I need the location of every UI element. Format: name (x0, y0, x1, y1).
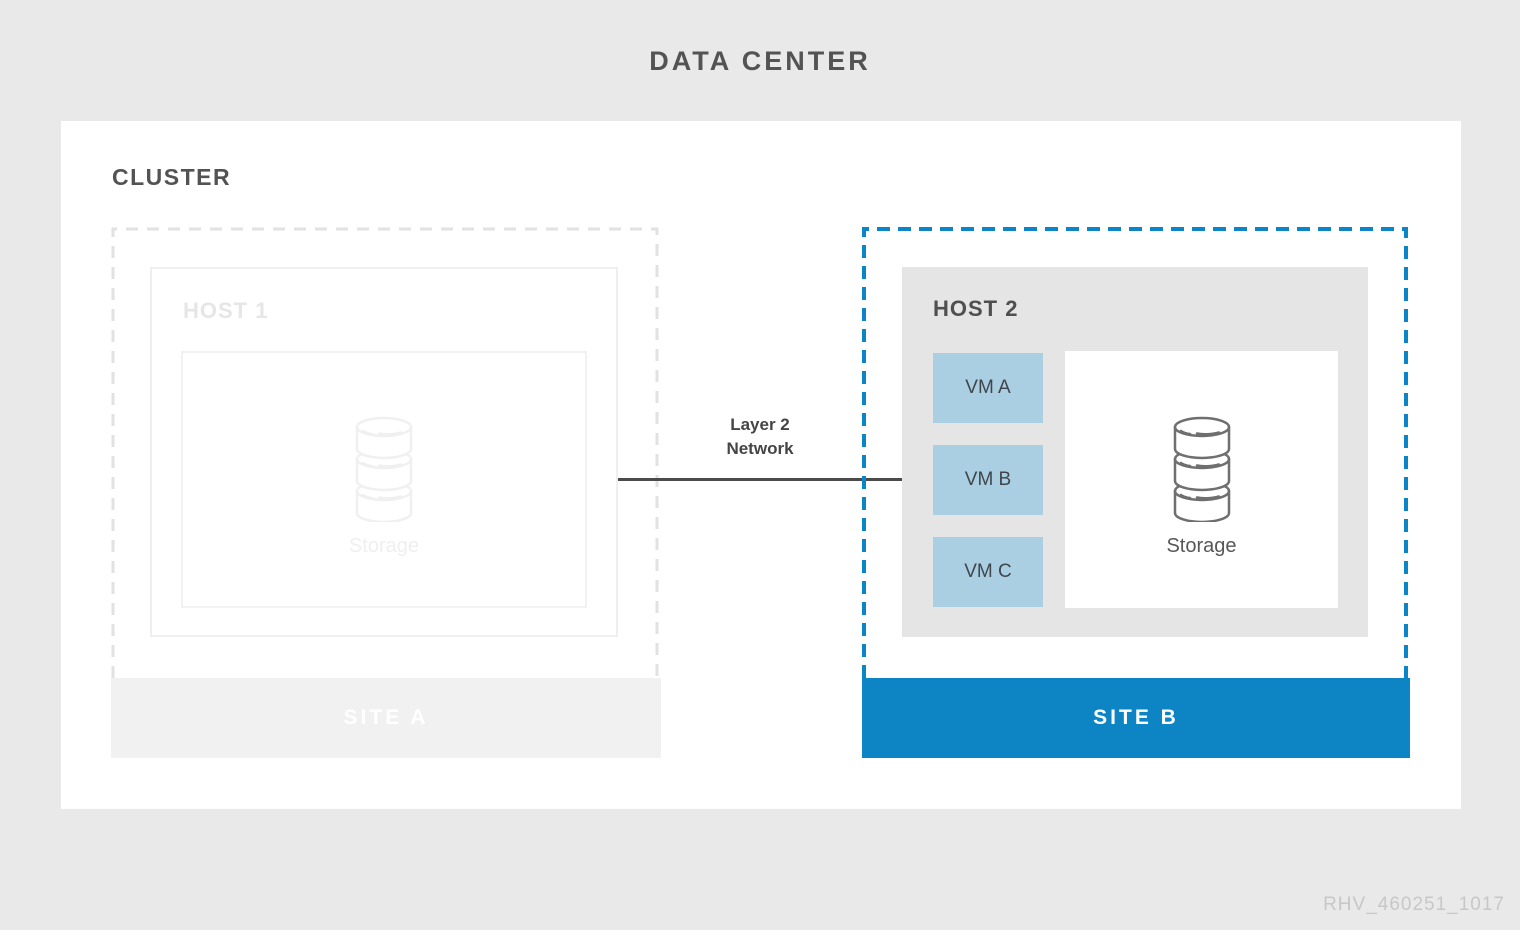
site-a-boundary-dashed (111, 227, 659, 678)
site-a-label: SITE A (343, 706, 429, 729)
host2-label: HOST 2 (933, 296, 1019, 321)
watermark-text: RHV_460251_1017 (1323, 894, 1505, 915)
host1-storage-box: Storage (181, 351, 587, 608)
storage-icon (1173, 416, 1230, 522)
cluster-label: CLUSTER (112, 164, 232, 190)
page-title: DATA CENTER (649, 46, 871, 76)
host1-label: HOST 1 (183, 298, 269, 323)
vm-c-label: VM C (964, 561, 1012, 582)
vm-a-box: VM A (933, 353, 1043, 423)
host2-storage-box: Storage (1065, 351, 1338, 608)
cluster-panel: CLUSTER HOST 1 (61, 121, 1461, 809)
site-b-label: SITE B (1093, 706, 1179, 729)
layer2-network-label: Layer 2 Network (726, 415, 794, 458)
storage-icon-faded (355, 416, 413, 522)
host2-box: HOST 2 VM A VM B VM C (902, 267, 1368, 637)
site-b-boundary-dashed (862, 227, 1408, 678)
site-a-bar: SITE A (111, 678, 661, 758)
vm-a-label: VM A (965, 377, 1011, 398)
site-b-bar: SITE B (862, 678, 1410, 758)
host1-box: HOST 1 (150, 267, 618, 637)
vm-b-label: VM B (964, 469, 1012, 490)
vm-c-box: VM C (933, 537, 1043, 607)
host2-storage-label: Storage (1166, 534, 1237, 557)
layer2-network-line (618, 478, 903, 481)
vm-b-box: VM B (933, 445, 1043, 515)
host1-storage-label: Storage (348, 534, 420, 557)
